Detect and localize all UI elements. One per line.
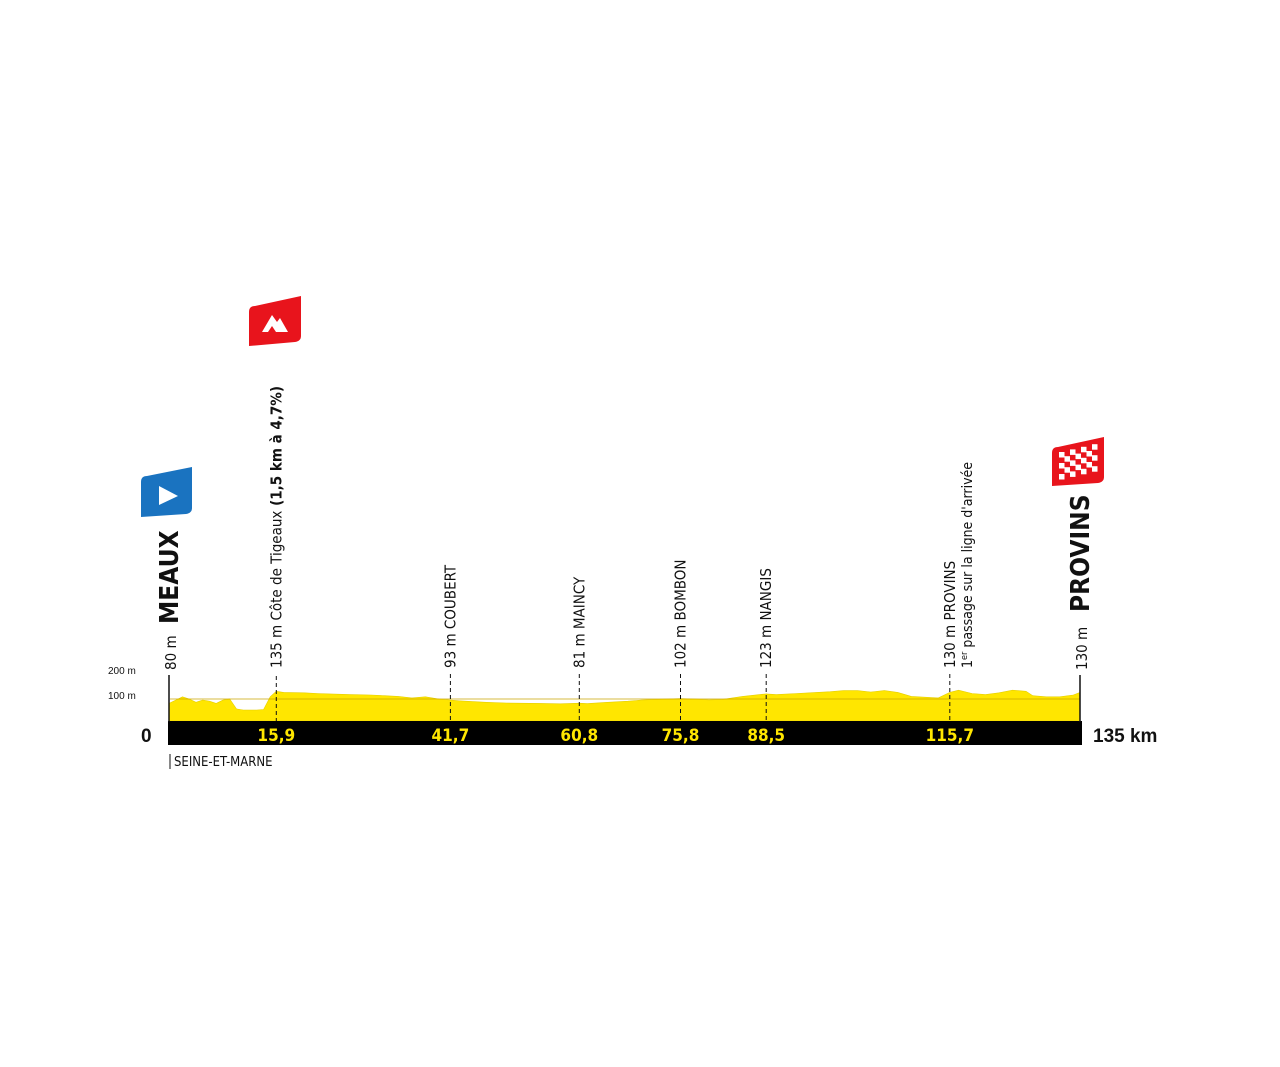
waypoint-label-climb-detail: (1,5 km à 4,7%): [267, 386, 285, 511]
mountain-climb-icon: [249, 296, 301, 346]
finish-city: PROVINS: [1066, 494, 1096, 612]
waypoint-label: 81 m MAINCY: [570, 576, 588, 668]
elevation-profile-area: [168, 689, 1081, 722]
checker-square: [1081, 446, 1087, 453]
secondary-superscript: er: [960, 651, 970, 660]
waypoint-km-label: 75,8: [662, 726, 700, 746]
checker-square: [1070, 471, 1076, 477]
finish-flag-icon: [1052, 437, 1104, 486]
checker-square: [1059, 463, 1065, 469]
waypoint-label: 123 m NANGIS: [757, 568, 775, 668]
waypoint-label-text: 81 m MAINCY: [570, 576, 588, 668]
waypoint-label-text: 130 m PROVINS: [941, 561, 959, 668]
secondary-rest: passage sur la ligne d'arrivée: [960, 462, 976, 652]
ytick-100: 100 m: [108, 691, 136, 702]
start-altitude: 80 m: [162, 635, 180, 670]
distance-start-label: 0: [141, 726, 152, 747]
waypoint-km-label: 60,8: [560, 726, 598, 746]
waypoint-label: 93 m COUBERT: [441, 564, 459, 668]
waypoint-km-label: 41,7: [432, 726, 470, 746]
checker-square: [1064, 467, 1070, 473]
waypoint-label-text: 102 m BOMBON: [672, 560, 690, 668]
waypoint-label-text: 135 m Côte de Tigeaux: [267, 511, 285, 668]
checker-square: [1070, 460, 1076, 466]
department-label: SEINE-ET-MARNE: [174, 755, 273, 770]
distance-bar: [168, 721, 1082, 745]
waypoint-label-text: 93 m COUBERT: [441, 564, 459, 668]
checker-square: [1086, 451, 1092, 457]
waypoint-label: 135 m Côte de Tigeaux (1,5 km à 4,7%): [267, 386, 285, 668]
start-flag-icon: [141, 467, 192, 517]
checker-square: [1075, 464, 1081, 471]
checker-square: [1081, 457, 1087, 464]
checker-square: [1081, 468, 1087, 475]
waypoint-km-label: 15,9: [257, 726, 295, 746]
checker-square: [1092, 455, 1098, 461]
start-city: MEAUX: [155, 530, 185, 624]
checker-square: [1075, 453, 1081, 460]
checker-square: [1064, 456, 1070, 462]
checker-square: [1086, 462, 1092, 468]
waypoint-label-secondary: 1er passage sur la ligne d'arrivée: [960, 462, 976, 668]
distance-end-label: 135 km: [1093, 726, 1157, 747]
ytick-200: 200 m: [108, 666, 136, 677]
checker-square: [1070, 449, 1076, 455]
waypoint-km-label: 88,5: [747, 726, 785, 746]
waypoint-label: 102 m BOMBON: [672, 560, 690, 668]
checker-square: [1059, 474, 1065, 480]
finish-altitude: 130 m: [1073, 627, 1091, 670]
secondary-prefix: 1: [960, 660, 976, 668]
waypoint-label: 130 m PROVINS: [941, 561, 959, 668]
waypoint-label-text: 123 m NANGIS: [757, 568, 775, 668]
checker-square: [1092, 466, 1098, 472]
waypoint-km-label: 115,7: [926, 726, 974, 746]
checker-square: [1092, 444, 1098, 450]
checker-square: [1059, 452, 1065, 458]
